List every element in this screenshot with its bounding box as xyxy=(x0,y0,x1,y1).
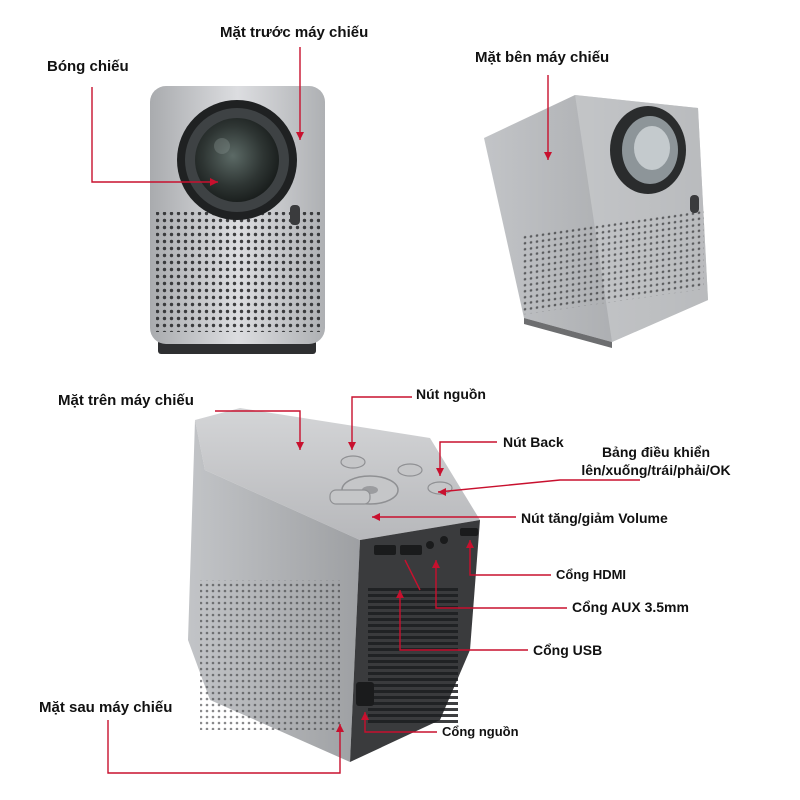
arrowhead-volume xyxy=(372,513,380,521)
leader-rear xyxy=(107,720,341,774)
arrowhead-front xyxy=(296,132,304,140)
label-lens: Bóng chiếu xyxy=(47,58,129,75)
label-usb: Cổng USB xyxy=(533,642,603,658)
label-back-button: Nút Back xyxy=(503,434,564,450)
arrowhead-power-port xyxy=(361,712,369,720)
label-power-port: Cổng nguồn xyxy=(442,724,519,739)
arrowhead-usb xyxy=(396,590,404,598)
label-rear: Mặt sau máy chiếu xyxy=(39,699,173,716)
label-volume: Nút tăng/giảm Volume xyxy=(521,510,668,526)
label-aux: Cổng AUX 3.5mm xyxy=(572,599,689,615)
arrowhead-top xyxy=(296,442,304,450)
label-front: Mặt trước máy chiếu xyxy=(220,24,369,41)
leader-lines xyxy=(91,47,640,774)
arrowhead-back-button xyxy=(436,468,444,476)
label-side: Mặt bên máy chiếu xyxy=(475,49,610,66)
leader-top xyxy=(215,410,301,450)
projector-side-view xyxy=(484,95,708,348)
label-control-pad-line2: lên/xuống/trái/phải/OK xyxy=(581,461,731,478)
label-power-button: Nút nguồn xyxy=(416,386,486,402)
arrowhead-side xyxy=(544,152,552,160)
label-control-pad-line1: Bảng điều khiển xyxy=(601,444,711,460)
leader-usb xyxy=(399,590,528,651)
label-control-pad: Bảng điều khiển lên/xuống/trái/phải/OK xyxy=(570,444,742,479)
leader-hdmi xyxy=(469,540,551,576)
arrowhead-rear xyxy=(336,724,344,732)
leader-power-button xyxy=(351,396,412,450)
arrowhead-control-pad xyxy=(438,488,446,496)
markers xyxy=(210,132,552,732)
arrowhead-power-button xyxy=(348,442,356,450)
projector-top-rear-view xyxy=(188,408,480,762)
leader-control-pad xyxy=(437,479,640,493)
leader-lens xyxy=(91,87,218,183)
leader-aux xyxy=(435,560,567,609)
label-top: Mặt trên máy chiếu xyxy=(58,392,194,409)
leader-back-button xyxy=(439,441,497,476)
projector-front-view xyxy=(150,86,325,354)
arrowhead-aux xyxy=(432,560,440,568)
arrowhead-lens xyxy=(210,178,218,186)
leader-usb-branch xyxy=(404,559,421,591)
label-hdmi: Cổng HDMI xyxy=(556,567,627,582)
arrowhead-hdmi xyxy=(466,540,474,548)
